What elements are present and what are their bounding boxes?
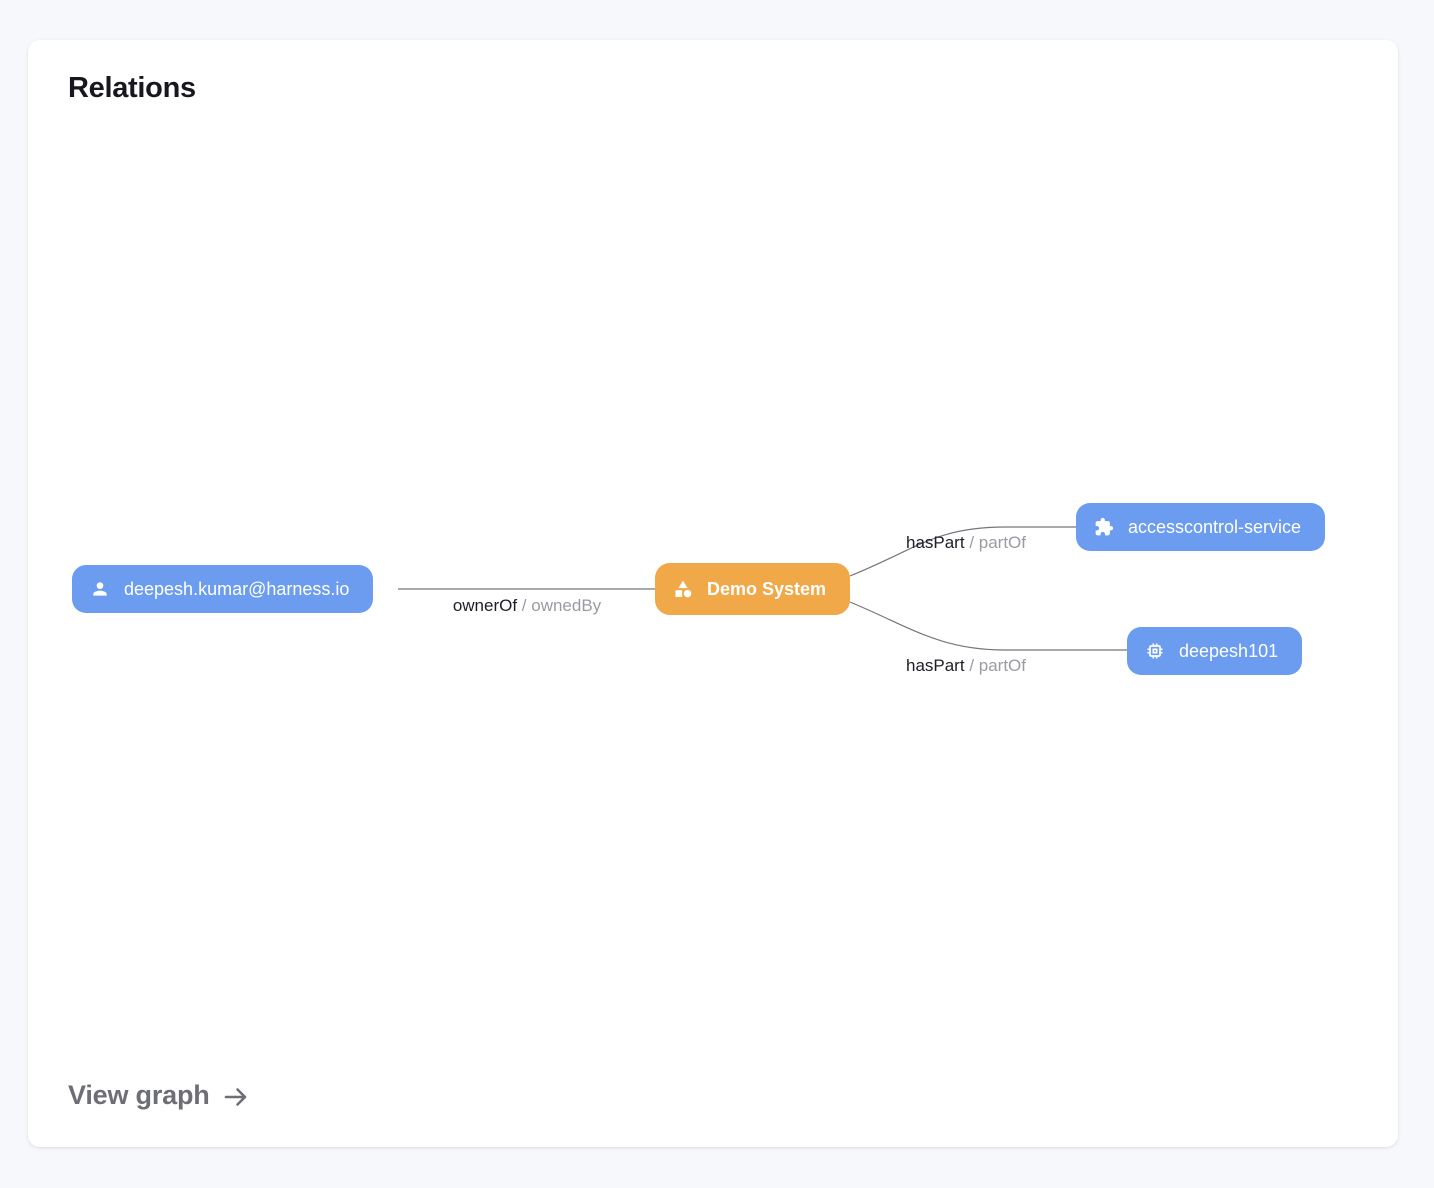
edge-label-ownerof: ownerOf / ownedBy	[427, 596, 627, 616]
node-user[interactable]: deepesh.kumar@harness.io	[72, 565, 374, 613]
person-icon	[90, 579, 110, 599]
view-graph-link[interactable]: View graph	[68, 1080, 250, 1111]
edge-label-haspart-top: hasPart / partOf	[878, 533, 1054, 553]
edge-label-primary: hasPart	[905, 533, 965, 552]
node-label: deepesh101	[1179, 640, 1279, 661]
node-accesscontrol-service[interactable]: accesscontrol-service	[1076, 503, 1326, 551]
chip-icon	[1145, 641, 1165, 661]
edge-label-secondary: / partOf	[969, 656, 1026, 675]
edge-haspart-bottom	[849, 601, 1130, 651]
edge-label-secondary: / partOf	[969, 533, 1026, 552]
edge-label-haspart-bottom: hasPart / partOf	[878, 656, 1054, 676]
node-label: deepesh.kumar@harness.io	[124, 578, 350, 599]
node-label: Demo System	[707, 578, 827, 599]
view-graph-label: View graph	[68, 1080, 210, 1110]
relations-card: Relations ownerOf / ownedBy hasPart / pa…	[28, 40, 1398, 1147]
card-title: Relations	[68, 72, 196, 104]
node-deepesh101[interactable]: deepesh101	[1127, 627, 1303, 675]
arrow-right-icon	[224, 1088, 246, 1106]
node-demo-system[interactable]: Demo System	[655, 563, 851, 615]
edge-label-primary: ownerOf	[452, 596, 518, 615]
edge-label-secondary: / ownedBy	[521, 596, 602, 615]
shapes-icon	[673, 579, 693, 599]
relations-graph: ownerOf / ownedBy hasPart / partOf hasPa…	[28, 40, 1398, 1147]
puzzle-icon	[1094, 517, 1114, 537]
edge-label-primary: hasPart	[905, 656, 965, 675]
node-label: accesscontrol-service	[1128, 516, 1302, 537]
